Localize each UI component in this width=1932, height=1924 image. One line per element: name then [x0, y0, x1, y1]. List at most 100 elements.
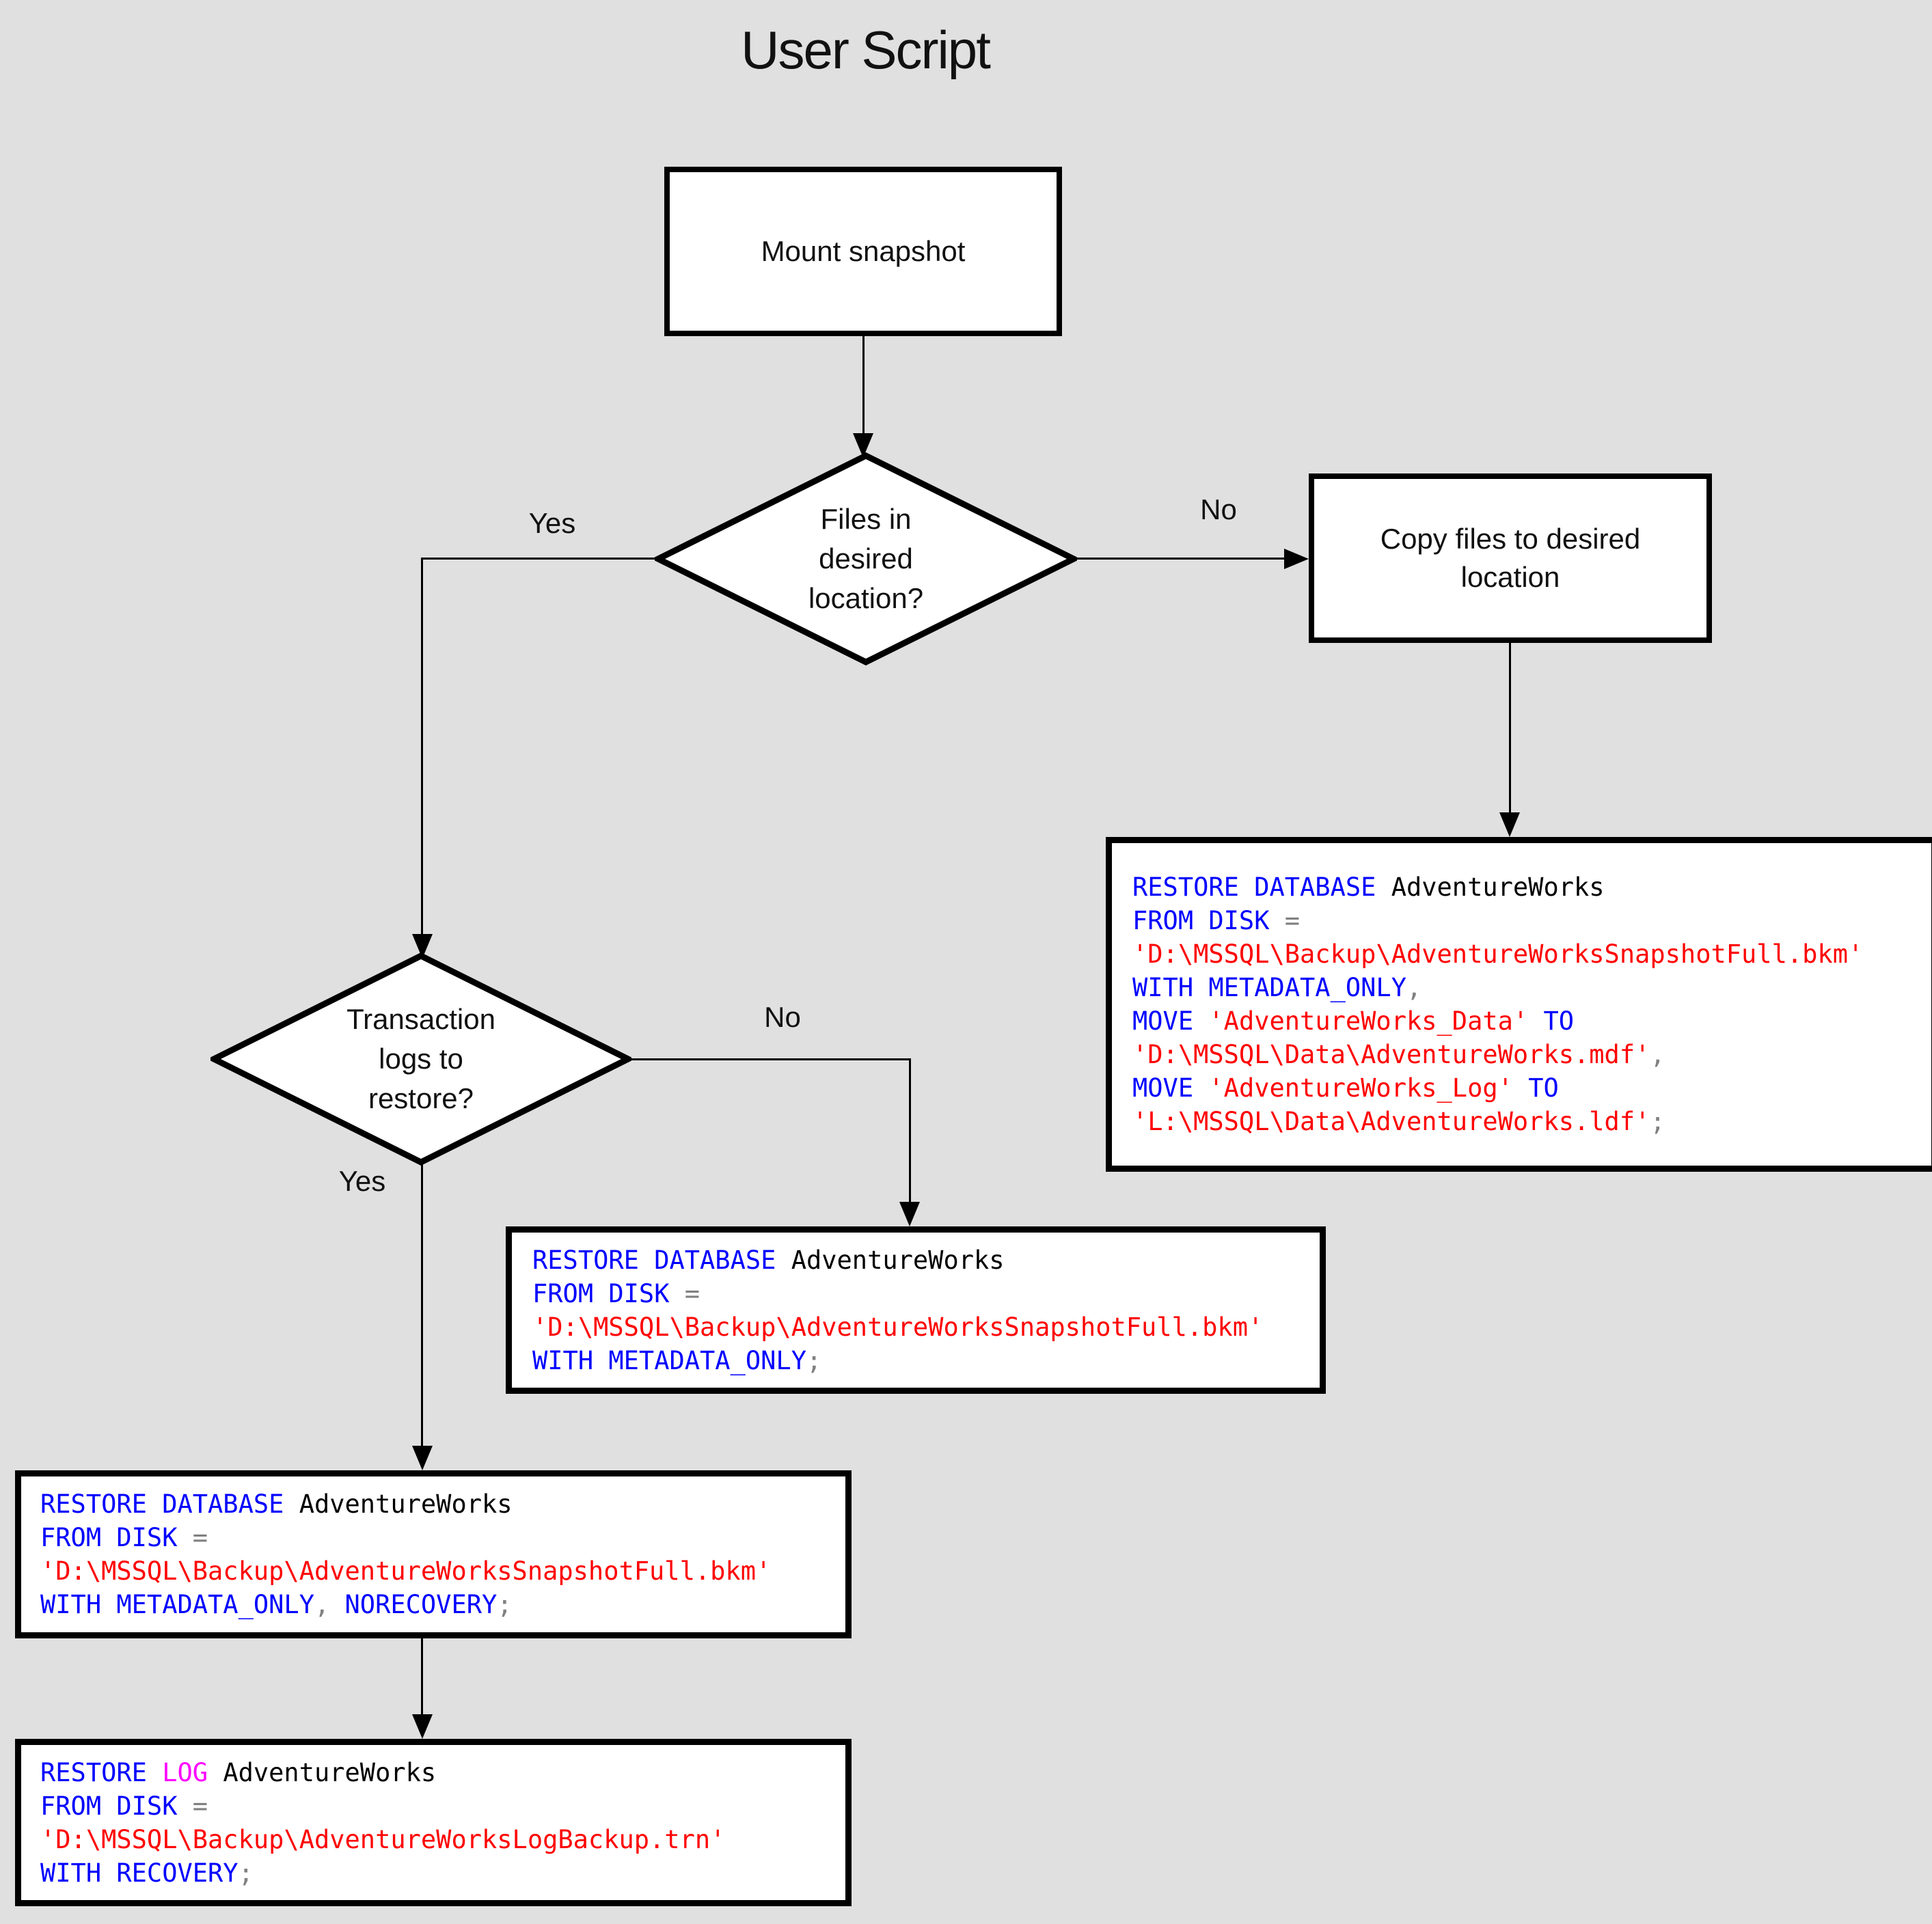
- code-token-keyword: RESTORE DATABASE: [1132, 872, 1376, 902]
- code-token-keyword: NORECOVERY: [344, 1590, 498, 1619]
- node-mount-snapshot: Mount snapshot: [664, 167, 1062, 336]
- code-token-string: 'L:\MSSQL\Data\AdventureWorks.ldf': [1132, 1107, 1650, 1136]
- edge-label-logs-no: No: [764, 1001, 801, 1033]
- node-decision-files-label: Files in desired location?: [655, 452, 1077, 665]
- code-token-operator: ;: [1650, 1107, 1665, 1136]
- connector-mount-to-files: [862, 336, 865, 437]
- connector-files-yes-h: [421, 558, 655, 560]
- code-line: 'L:\MSSQL\Data\AdventureWorks.ldf';: [1132, 1105, 1931, 1138]
- code-line: 'D:\MSSQL\Data\AdventureWorks.mdf',: [1132, 1038, 1931, 1071]
- code-token-keyword: WITH RECOVERY: [40, 1858, 239, 1888]
- code-token-string: 'D:\MSSQL\Backup\AdventureWorksSnapshotF…: [532, 1312, 1264, 1342]
- code-line: MOVE 'AdventureWorks_Log' TO: [1132, 1071, 1931, 1105]
- code-token-operator: ,: [314, 1590, 345, 1619]
- code-line: FROM DISK =: [1132, 904, 1931, 937]
- code-line: 'D:\MSSQL\Backup\AdventureWorksSnapshotF…: [40, 1554, 845, 1588]
- code-line: RESTORE DATABASE AdventureWorks: [40, 1487, 845, 1521]
- arrowhead-icon: [899, 1202, 920, 1226]
- connector-copy-to-code: [1509, 643, 1511, 815]
- decision-logs-line1: Transaction: [346, 1003, 495, 1035]
- code-token-operator: ,: [1650, 1040, 1665, 1069]
- code-line: 'D:\MSSQL\Backup\AdventureWorksSnapshotF…: [1132, 937, 1931, 971]
- node-decision-files-location: Files in desired location?: [655, 452, 1077, 665]
- code-token-keyword: TO: [1528, 1006, 1575, 1036]
- code-token-keyword: WITH METADATA_ONLY: [1132, 973, 1406, 1002]
- decision-logs-line2: logs to: [379, 1043, 463, 1075]
- code-token-keyword: FROM DISK: [40, 1523, 178, 1552]
- code-token-identifier: AdventureWorks: [776, 1245, 1005, 1275]
- arrowhead-icon: [412, 1446, 433, 1470]
- node-mount-snapshot-label: Mount snapshot: [761, 235, 966, 267]
- code-line: WITH METADATA_ONLY,: [1132, 971, 1931, 1004]
- code-token-operator: ;: [497, 1590, 513, 1619]
- edge-label-files-no: No: [1200, 493, 1237, 525]
- code-line: WITH METADATA_ONLY;: [532, 1344, 1320, 1377]
- code-line: RESTORE LOG AdventureWorks: [40, 1756, 845, 1789]
- connector-logs-no-h: [625, 1058, 911, 1060]
- node-decision-transaction-logs: Transaction logs to restore?: [210, 952, 631, 1166]
- code-token-keyword: RESTORE: [40, 1757, 163, 1787]
- code-token-identifier: AdventureWorks: [1376, 872, 1605, 902]
- node-decision-logs-label: Transaction logs to restore?: [210, 952, 631, 1166]
- code-token-identifier: AdventureWorks: [208, 1757, 437, 1787]
- code-token-operator: ;: [238, 1858, 254, 1888]
- code-line: WITH RECOVERY;: [40, 1856, 845, 1890]
- node-copy-files: Copy files to desired location: [1309, 473, 1712, 643]
- code-line: RESTORE DATABASE AdventureWorks: [532, 1243, 1320, 1277]
- code-line: MOVE 'AdventureWorks_Data' TO: [1132, 1004, 1931, 1038]
- arrowhead-icon: [1284, 549, 1309, 569]
- page-title: User Script: [741, 20, 991, 80]
- code-token-string: 'D:\MSSQL\Backup\AdventureWorksSnapshotF…: [1132, 939, 1864, 969]
- connector-logs-no-v: [909, 1058, 911, 1203]
- code-token-operator: =: [669, 1278, 700, 1308]
- code-line: RESTORE DATABASE AdventureWorks: [1132, 870, 1931, 904]
- code-token-keyword: TO: [1512, 1073, 1559, 1103]
- code-token-keyword: FROM DISK: [1132, 906, 1270, 935]
- node-copy-files-line1: Copy files to desired: [1380, 523, 1641, 555]
- decision-files-line3: location?: [808, 582, 924, 614]
- code-line: WITH METADATA_ONLY, NORECOVERY;: [40, 1588, 845, 1621]
- code-token-keyword: MOVE: [1132, 1073, 1209, 1103]
- decision-files-line1: Files in: [820, 503, 912, 535]
- connector-files-yes-v: [421, 558, 423, 934]
- code-token-string: 'D:\MSSQL\Data\AdventureWorks.mdf': [1132, 1040, 1650, 1069]
- code-line: 'D:\MSSQL\Backup\AdventureWorksSnapshotF…: [532, 1310, 1320, 1344]
- code-token-operator: =: [177, 1523, 208, 1552]
- code-token-keyword: RESTORE DATABASE: [40, 1489, 284, 1519]
- code-token-string: 'AdventureWorks_Log': [1208, 1073, 1513, 1103]
- code-line: FROM DISK =: [40, 1789, 845, 1823]
- decision-logs-line3: restore?: [368, 1082, 474, 1114]
- code-token-string: 'D:\MSSQL\Backup\AdventureWorksSnapshotF…: [40, 1556, 772, 1586]
- code-token-keyword: FROM DISK: [40, 1791, 178, 1821]
- code-line: FROM DISK =: [532, 1277, 1320, 1310]
- edge-label-files-yes: Yes: [528, 507, 576, 539]
- connector-norecovery-to-log: [421, 1638, 423, 1715]
- code-token-keyword: FROM DISK: [532, 1278, 670, 1308]
- arrowhead-icon: [412, 1714, 433, 1739]
- decision-files-line2: desired: [819, 542, 913, 575]
- node-copy-files-line2: location: [1460, 561, 1560, 593]
- code-line: 'D:\MSSQL\Backup\AdventureWorksLogBackup…: [40, 1823, 845, 1856]
- code-token-operator: =: [177, 1791, 208, 1821]
- diamond-shape-icon: [655, 452, 1077, 665]
- code-token-string: 'D:\MSSQL\Backup\AdventureWorksLogBackup…: [40, 1824, 726, 1854]
- arrowhead-icon: [1499, 812, 1520, 837]
- code-token-string: 'AdventureWorks_Data': [1208, 1006, 1529, 1036]
- code-token-keyword: WITH METADATA_ONLY: [532, 1345, 806, 1375]
- code-token-operator: ,: [1406, 973, 1422, 1002]
- code-token-special: LOG: [162, 1757, 208, 1787]
- code-line: FROM DISK =: [40, 1521, 845, 1554]
- edge-label-logs-yes: Yes: [338, 1165, 386, 1197]
- code-token-keyword: RESTORE DATABASE: [532, 1245, 776, 1275]
- code-token-keyword: MOVE: [1132, 1006, 1209, 1036]
- code-token-identifier: AdventureWorks: [284, 1489, 513, 1519]
- connector-files-no: [1077, 558, 1284, 560]
- code-token-operator: =: [1269, 906, 1301, 935]
- code-token-operator: ;: [806, 1345, 822, 1375]
- connector-logs-yes: [421, 1162, 423, 1448]
